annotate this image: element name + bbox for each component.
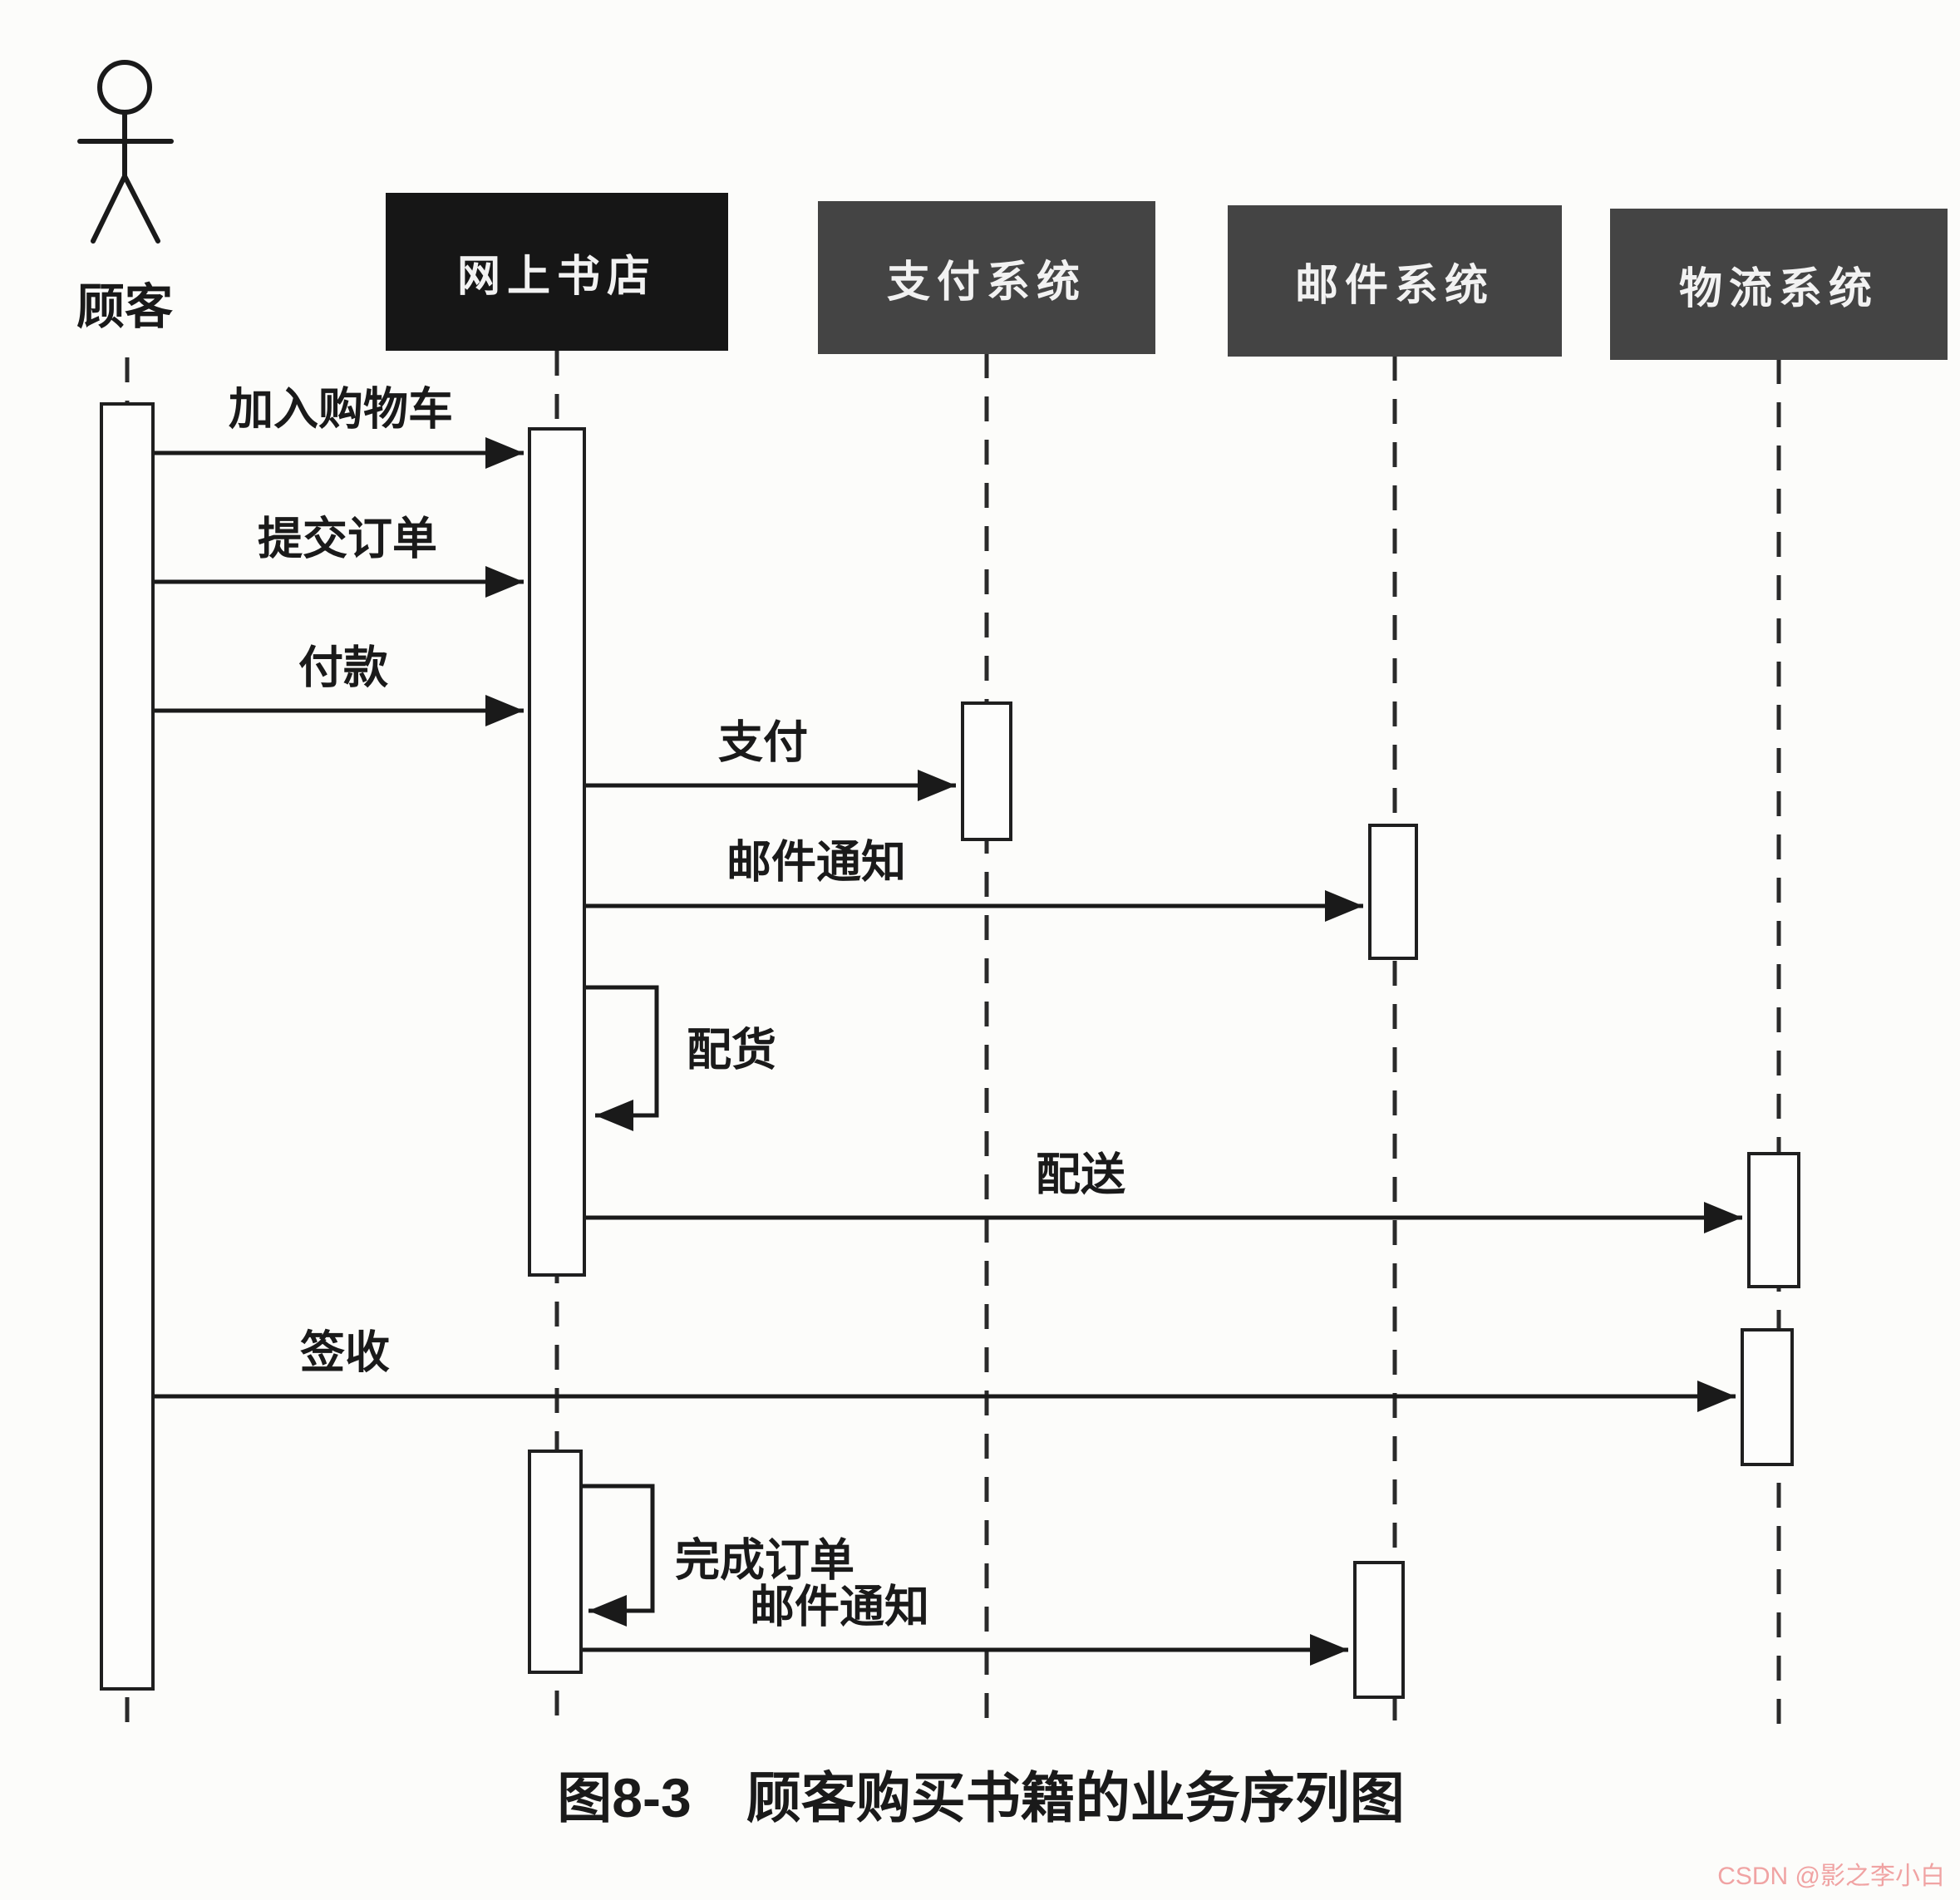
message-label-email-notify-2: 邮件通知 xyxy=(750,1582,929,1632)
message-label-submit-order: 提交订单 xyxy=(258,514,437,564)
arrow-self-prepare xyxy=(586,985,659,1131)
activation-bar-bookstore-1 xyxy=(528,427,586,1277)
message-label-complete-order: 完成订单 xyxy=(675,1535,854,1586)
message-label-deliver: 配送 xyxy=(1036,1149,1125,1200)
activation-bar-email-2 xyxy=(1353,1561,1405,1699)
participant-bookstore: 网上书店 xyxy=(386,193,728,351)
message-label-sign-receipt: 签收 xyxy=(300,1327,390,1378)
activation-bar-bookstore-2 xyxy=(528,1450,583,1674)
message-label-pay: 付款 xyxy=(298,642,388,693)
activation-bar-payment xyxy=(961,701,1012,841)
message-label-prepare-goods: 配货 xyxy=(687,1025,776,1076)
message-label-add-to-cart: 加入购物车 xyxy=(229,384,453,435)
participant-payment-system: 支付系统 xyxy=(818,201,1155,354)
message-label-email-notify-1: 邮件通知 xyxy=(726,837,906,888)
activation-bar-logistics-1 xyxy=(1747,1152,1800,1288)
actor-figure-icon xyxy=(77,60,174,244)
message-label-payment: 支付 xyxy=(718,717,808,768)
figure-caption: 图8-3 顾客购买书籍的业务序列图 xyxy=(557,1767,1405,1829)
participant-logistics-system: 物流系统 xyxy=(1610,209,1948,360)
participant-email-system: 邮件系统 xyxy=(1228,205,1562,357)
watermark-text: CSDN @影之李小白 xyxy=(1717,1863,1945,1890)
activation-bar-email-1 xyxy=(1368,824,1418,960)
arrow-self-complete xyxy=(582,1484,655,1627)
actor-label: 顾客 xyxy=(76,280,174,334)
activation-bar-logistics-2 xyxy=(1741,1328,1794,1466)
activation-bar-customer xyxy=(100,402,155,1691)
activation-bars xyxy=(100,402,1800,1699)
message-arrows xyxy=(155,437,1742,1666)
